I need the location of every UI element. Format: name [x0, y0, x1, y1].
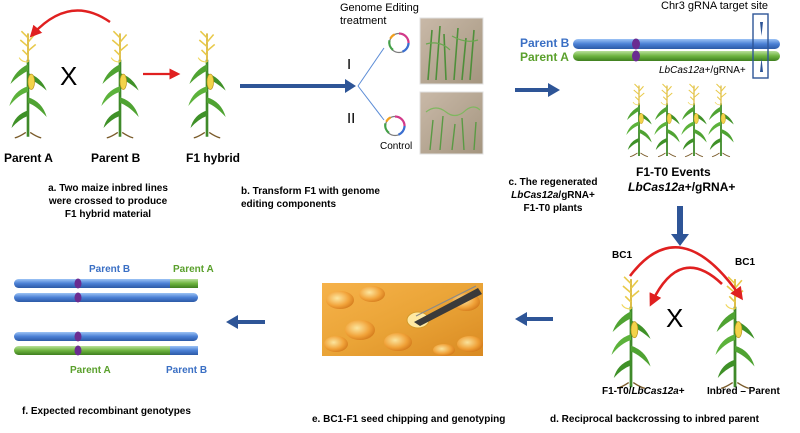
events-suffix: +/gRNA+ — [684, 180, 736, 194]
caption-d: d. Reciprocal backcrossing to inbred par… — [550, 414, 759, 425]
chromosome-parent-a — [573, 51, 780, 61]
caption-f: f. Expected recombinant genotypes — [22, 406, 191, 417]
recombinant-bottom-chr2 — [14, 346, 198, 355]
culture-dish-treatment — [419, 17, 484, 85]
t0-plant-2 — [653, 82, 681, 158]
genotype-label: LbCas12a+/gRNA+ — [659, 64, 746, 77]
chromosome-parent-b — [573, 39, 780, 49]
caption-a: a. Two maize inbred lines were crossed t… — [14, 182, 202, 221]
label-parent-a: Parent A — [4, 151, 53, 165]
treatment-title-line1: Genome Editing — [340, 2, 419, 14]
caption-c-gene: LbCas12a — [511, 190, 559, 201]
treatment-title: Genome Editing treatment — [340, 2, 419, 28]
events-line2: LbCas12a+/gRNA+ — [628, 181, 735, 194]
t0-plant-1 — [625, 82, 653, 158]
label-bc1-right: BC1 — [735, 257, 756, 268]
cross-symbol: X — [60, 61, 78, 91]
label-bc1-left: BC1 — [612, 250, 633, 261]
treatment-title-line2: treatment — [340, 15, 387, 27]
label-f1-t0: F1-T0/LbCas12a+ — [602, 385, 685, 398]
culture-dish-control — [419, 91, 484, 155]
arrow-a-to-b-icon — [240, 79, 356, 93]
arm-label-1: I — [347, 56, 352, 73]
backcross-arrow-left-icon — [649, 266, 723, 307]
centromere-f3 — [74, 331, 82, 342]
recombinant-top-chr2 — [14, 293, 198, 302]
centromere-b — [632, 38, 640, 50]
recombinant-bottom-chr1 — [14, 332, 198, 341]
caption-a-line3: F1 hybrid material — [64, 209, 152, 220]
maize-plant-inbred-parent — [713, 275, 757, 391]
stage-d — [609, 246, 757, 391]
caption-b: b. Transform F1 with genome editing comp… — [241, 185, 380, 211]
maize-plant-parent-b — [99, 29, 141, 140]
centromere-f1 — [74, 278, 82, 289]
t0-plant-4 — [707, 82, 735, 158]
stage-e — [322, 283, 483, 356]
branch-line-1 — [357, 47, 385, 87]
caption-c-line2: LbCas12a/gRNA+ — [498, 189, 608, 202]
caption-c-line3: F1-T0 plants — [523, 203, 583, 214]
arrow-d-to-e-icon — [515, 312, 553, 326]
label-f1-t0-suffix: + — [678, 386, 685, 397]
grna-target-box — [752, 13, 769, 79]
arrow-e-to-f-icon — [226, 315, 265, 329]
label-inbred-parent: Inbred – Parent — [707, 386, 780, 397]
recombinant-bottom-chr2-segment-b — [170, 346, 198, 355]
label-f1-hybrid: F1 hybrid — [186, 151, 241, 165]
branch-line-2 — [357, 85, 385, 121]
pollination-arrow-icon — [29, 9, 111, 38]
label-parent-b: Parent B — [91, 151, 141, 165]
recombinant-top-chr1-segment-a — [170, 279, 198, 288]
forceps-icon — [414, 288, 482, 326]
t0-plant-3 — [680, 82, 708, 158]
recombinant-top-chr1 — [14, 279, 198, 288]
recombinant-top-label-a: Parent A — [173, 264, 214, 275]
chromosome-label-parent-b: Parent B — [520, 36, 570, 50]
arm-label-2: II — [347, 110, 356, 127]
grna-target-title: Chr3 gRNA target site — [661, 0, 768, 12]
target-marker-bottom-icon — [760, 58, 763, 72]
recombinant-top-label-b: Parent B — [89, 264, 131, 275]
stage-f — [14, 278, 198, 356]
caption-c-suffix: /gRNA+ — [558, 190, 595, 201]
label-f1-t0-text: F1-T0/ — [602, 386, 632, 397]
maize-plant-f1-t0 — [609, 275, 653, 391]
arrow-b-to-c-icon — [515, 83, 560, 97]
caption-c-line1: c. The regenerated — [508, 177, 598, 188]
maize-plant-parent-a — [7, 29, 49, 140]
target-marker-top-icon — [760, 22, 763, 36]
caption-a-line1: a. Two maize inbred lines — [48, 183, 168, 194]
chromosome-label-parent-a: Parent A — [520, 50, 569, 64]
control-label: Control — [380, 141, 413, 152]
arrow-c-to-d-icon — [671, 206, 689, 246]
centromere-f2 — [74, 292, 82, 303]
genotype-gene: LbCas12a — [659, 65, 705, 76]
caption-b-line2: editing components — [241, 199, 336, 210]
backcross-arrow-right-icon — [628, 246, 743, 301]
recombinant-bottom-label-b: Parent B — [166, 365, 208, 376]
stage-a — [7, 9, 228, 140]
events-line1: F1-T0 Events — [636, 165, 711, 179]
caption-b-line1: b. Transform F1 with genome — [241, 186, 380, 197]
events-gene: LbCas12a — [628, 180, 685, 194]
maize-plant-f1-hybrid — [186, 29, 228, 140]
plasmid-treatment-icon — [388, 32, 410, 54]
recombinant-bottom-label-a: Parent A — [70, 365, 111, 376]
caption-c: c. The regenerated LbCas12a/gRNA+ F1-T0 … — [498, 176, 608, 215]
centromere-f4 — [74, 345, 82, 356]
label-f1-t0-gene: LbCas12a — [631, 386, 679, 397]
centromere-a — [632, 50, 640, 62]
caption-e: e. BC1-F1 seed chipping and genotyping — [312, 414, 506, 425]
backcross-symbol: X — [666, 303, 684, 333]
stage-b — [357, 17, 484, 155]
stage-c — [573, 13, 780, 158]
genotype-suffix: +/gRNA+ — [704, 65, 746, 76]
caption-a-line2: were crossed to produce — [48, 196, 168, 207]
plasmid-control-icon — [384, 115, 406, 137]
